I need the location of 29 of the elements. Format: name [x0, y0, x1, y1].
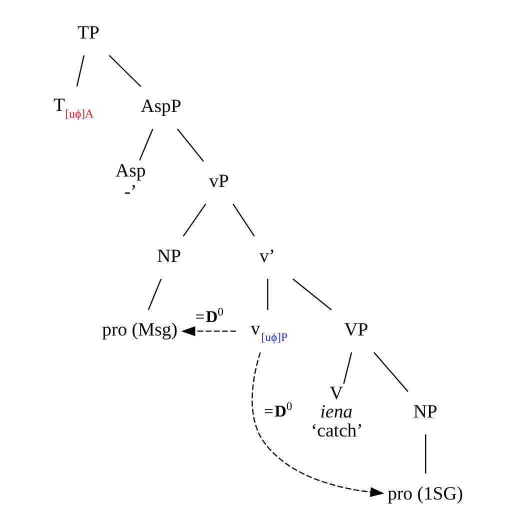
node-text: V iena ‘catch’ — [310, 382, 362, 442]
connector — [373, 352, 408, 392]
node-text: pro (Msg) — [102, 320, 177, 341]
node-text: VP — [344, 320, 368, 341]
node-text: vP — [208, 171, 228, 192]
node-text: TP — [77, 22, 99, 44]
connector — [108, 55, 141, 87]
connector — [147, 278, 162, 310]
connector — [182, 204, 206, 237]
connector — [76, 55, 84, 87]
node-text: T$_{[uϕ]A}$ — [53, 94, 93, 120]
node-text: v’ — [258, 246, 275, 267]
node-text: v$_{[uϕ]P}$ — [250, 318, 288, 344]
edge-label: =D$^{0}$ — [194, 306, 223, 326]
connector — [292, 278, 332, 310]
node-text: Asp -’ — [115, 160, 146, 203]
node-text: pro (1SG) — [387, 483, 462, 504]
connector — [266, 278, 268, 310]
connector — [138, 128, 153, 161]
arrow — [180, 326, 236, 336]
connector — [176, 128, 204, 162]
node-text: NP — [156, 246, 181, 267]
edge-label: =D$^{0}$ — [264, 400, 292, 420]
connector — [424, 434, 426, 474]
connector — [232, 204, 254, 237]
arrow — [251, 352, 384, 497]
node-text: AspP — [140, 96, 181, 118]
connector — [342, 352, 352, 384]
node-text: NP — [412, 402, 437, 423]
